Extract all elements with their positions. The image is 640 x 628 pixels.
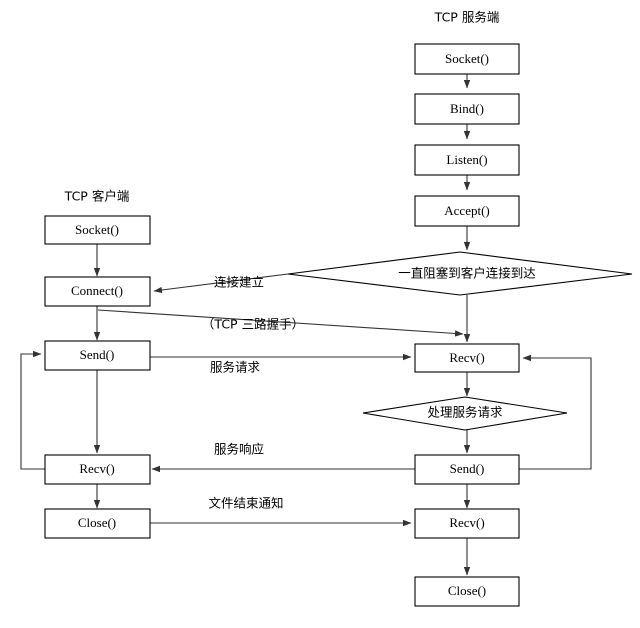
node-s-recv2[interactable]: Recv() [414, 508, 520, 539]
edge-label-connection-established: 连接建立 [214, 275, 264, 290]
node-s-listen-label: Listen() [446, 152, 487, 167]
node-s-accept-label: Accept() [444, 203, 489, 218]
client-column-title: TCP 客户端 [64, 189, 130, 204]
node-c-close[interactable]: Close() [44, 508, 151, 539]
node-s-recv2-label: Recv() [449, 515, 484, 530]
node-c-socket-label: Socket() [75, 222, 119, 237]
node-c-connect-label: Connect() [71, 283, 123, 298]
edge-label-service-request: 服务请求 [210, 360, 261, 375]
node-s-block-decision[interactable]: 一直阻塞到客户连接到达 [287, 251, 633, 296]
node-s-block-label: 一直阻塞到客户连接到达 [398, 266, 536, 281]
node-s-process-decision[interactable]: 处理服务请求 [362, 396, 568, 431]
edge-label-three-way-handshake: （TCP 三路握手） [202, 317, 304, 332]
node-s-socket[interactable]: Socket() [414, 43, 520, 75]
node-s-recv1[interactable]: Recv() [414, 343, 520, 373]
node-s-recv1-label: Recv() [449, 350, 484, 365]
node-s-process-label: 处理服务请求 [427, 405, 503, 420]
node-s-socket-label: Socket() [445, 51, 489, 66]
edge-connection-established [153, 273, 289, 294]
edge-three-way-handshake [97, 309, 464, 337]
node-s-close-label: Close() [448, 583, 486, 598]
edge-s-send-loopback-to-s-recv1 [519, 354, 592, 470]
node-c-recv[interactable]: Recv() [44, 454, 151, 485]
edge-label-service-response: 服务响应 [214, 442, 264, 457]
node-c-socket[interactable]: Socket() [44, 215, 151, 245]
node-s-send[interactable]: Send() [414, 454, 520, 485]
node-s-bind[interactable]: Bind() [414, 93, 520, 125]
node-s-send-label: Send() [450, 461, 485, 476]
node-s-close[interactable]: Close() [414, 576, 520, 607]
node-c-send-label: Send() [80, 347, 115, 362]
node-c-send[interactable]: Send() [44, 340, 151, 371]
node-c-connect[interactable]: Connect() [44, 276, 151, 307]
edge-c-recv-loopback-to-c-send [20, 350, 45, 470]
node-c-close-label: Close() [78, 515, 116, 530]
node-c-recv-label: Recv() [79, 461, 114, 476]
server-column-title: TCP 服务端 [434, 10, 500, 25]
node-s-listen[interactable]: Listen() [414, 144, 520, 176]
node-s-bind-label: Bind() [450, 101, 484, 116]
edge-label-eof-notification: 文件结束通知 [208, 496, 283, 511]
node-s-accept[interactable]: Accept() [414, 195, 520, 227]
